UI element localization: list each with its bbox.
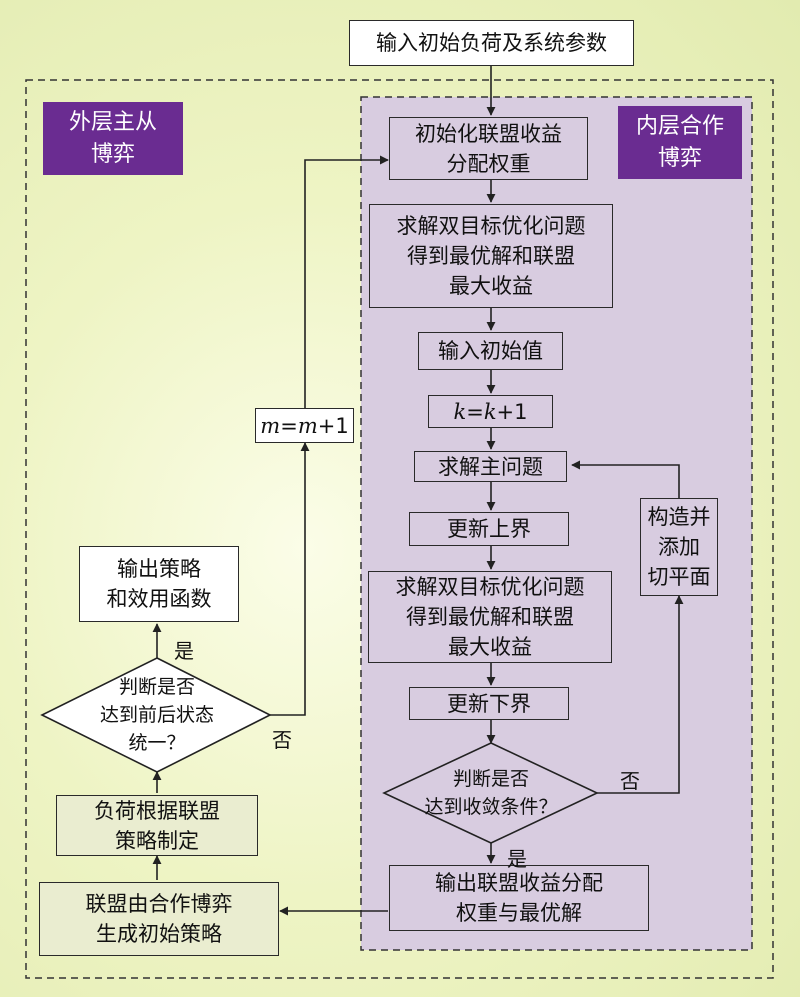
inner-decision-diamond xyxy=(382,742,599,844)
solve-main-problem-box: 求解主问题 xyxy=(414,451,567,482)
start-box: 输入初始负荷及系统参数 xyxy=(349,20,634,66)
outer-no-label: 否 xyxy=(272,728,292,752)
outer-decision-diamond xyxy=(40,657,272,773)
init-weights-box: 初始化联盟收益 分配权重 xyxy=(389,117,588,180)
k-var-right: k xyxy=(483,399,497,424)
update-lower-bound-box: 更新下界 xyxy=(409,687,569,720)
m-increment-rhs: +1 xyxy=(317,413,349,438)
inner-yes-label: 是 xyxy=(507,847,527,871)
arrow-decision-no-to-m xyxy=(270,442,310,716)
update-upper-bound-box: 更新上界 xyxy=(409,512,569,546)
outer-output-box: 输出策略 和效用函数 xyxy=(79,546,239,622)
inner-no-label: 否 xyxy=(620,769,640,793)
input-initial-value-box: 输入初始值 xyxy=(418,332,563,370)
k-increment-rhs: +1 xyxy=(496,399,528,424)
outer-layer-frame xyxy=(25,79,774,979)
outer-yes-label: 是 xyxy=(174,639,194,663)
m-increment-box: m=m+1 xyxy=(255,408,354,443)
outer-layer-tag: 外层主从 博弈 xyxy=(43,102,183,175)
inner-decision-text: 判断是否 达到收敛条件？ xyxy=(424,768,558,818)
alliance-initial-strategy-box: 联盟由合作博弈 生成初始策略 xyxy=(39,882,279,956)
load-strategy-box: 负荷根据联盟 策略制定 xyxy=(56,795,258,856)
m-var-right: m xyxy=(297,413,318,438)
solve-bi-objective-2-box: 求解双目标优化问题 得到最优解和联盟 最大收益 xyxy=(368,571,612,663)
outer-decision-text: 判断是否 达到前后状态 统一？ xyxy=(99,676,214,754)
k-increment-box: k=k+1 xyxy=(428,395,553,428)
k-var-left: k xyxy=(453,399,467,424)
inner-output-box: 输出联盟收益分配 权重与最优解 xyxy=(389,865,649,931)
arrow-decision-no-to-cut xyxy=(597,595,684,794)
inner-layer-tag: 内层合作 博弈 xyxy=(618,106,742,179)
add-cutting-plane-box: 构造并 添加 切平面 xyxy=(640,498,718,596)
arrow-m-to-init xyxy=(304,155,389,408)
arrow-cut-to-main xyxy=(571,460,680,498)
m-var-left: m xyxy=(260,413,281,438)
solve-bi-objective-1-box: 求解双目标优化问题 得到最优解和联盟 最大收益 xyxy=(369,204,613,308)
